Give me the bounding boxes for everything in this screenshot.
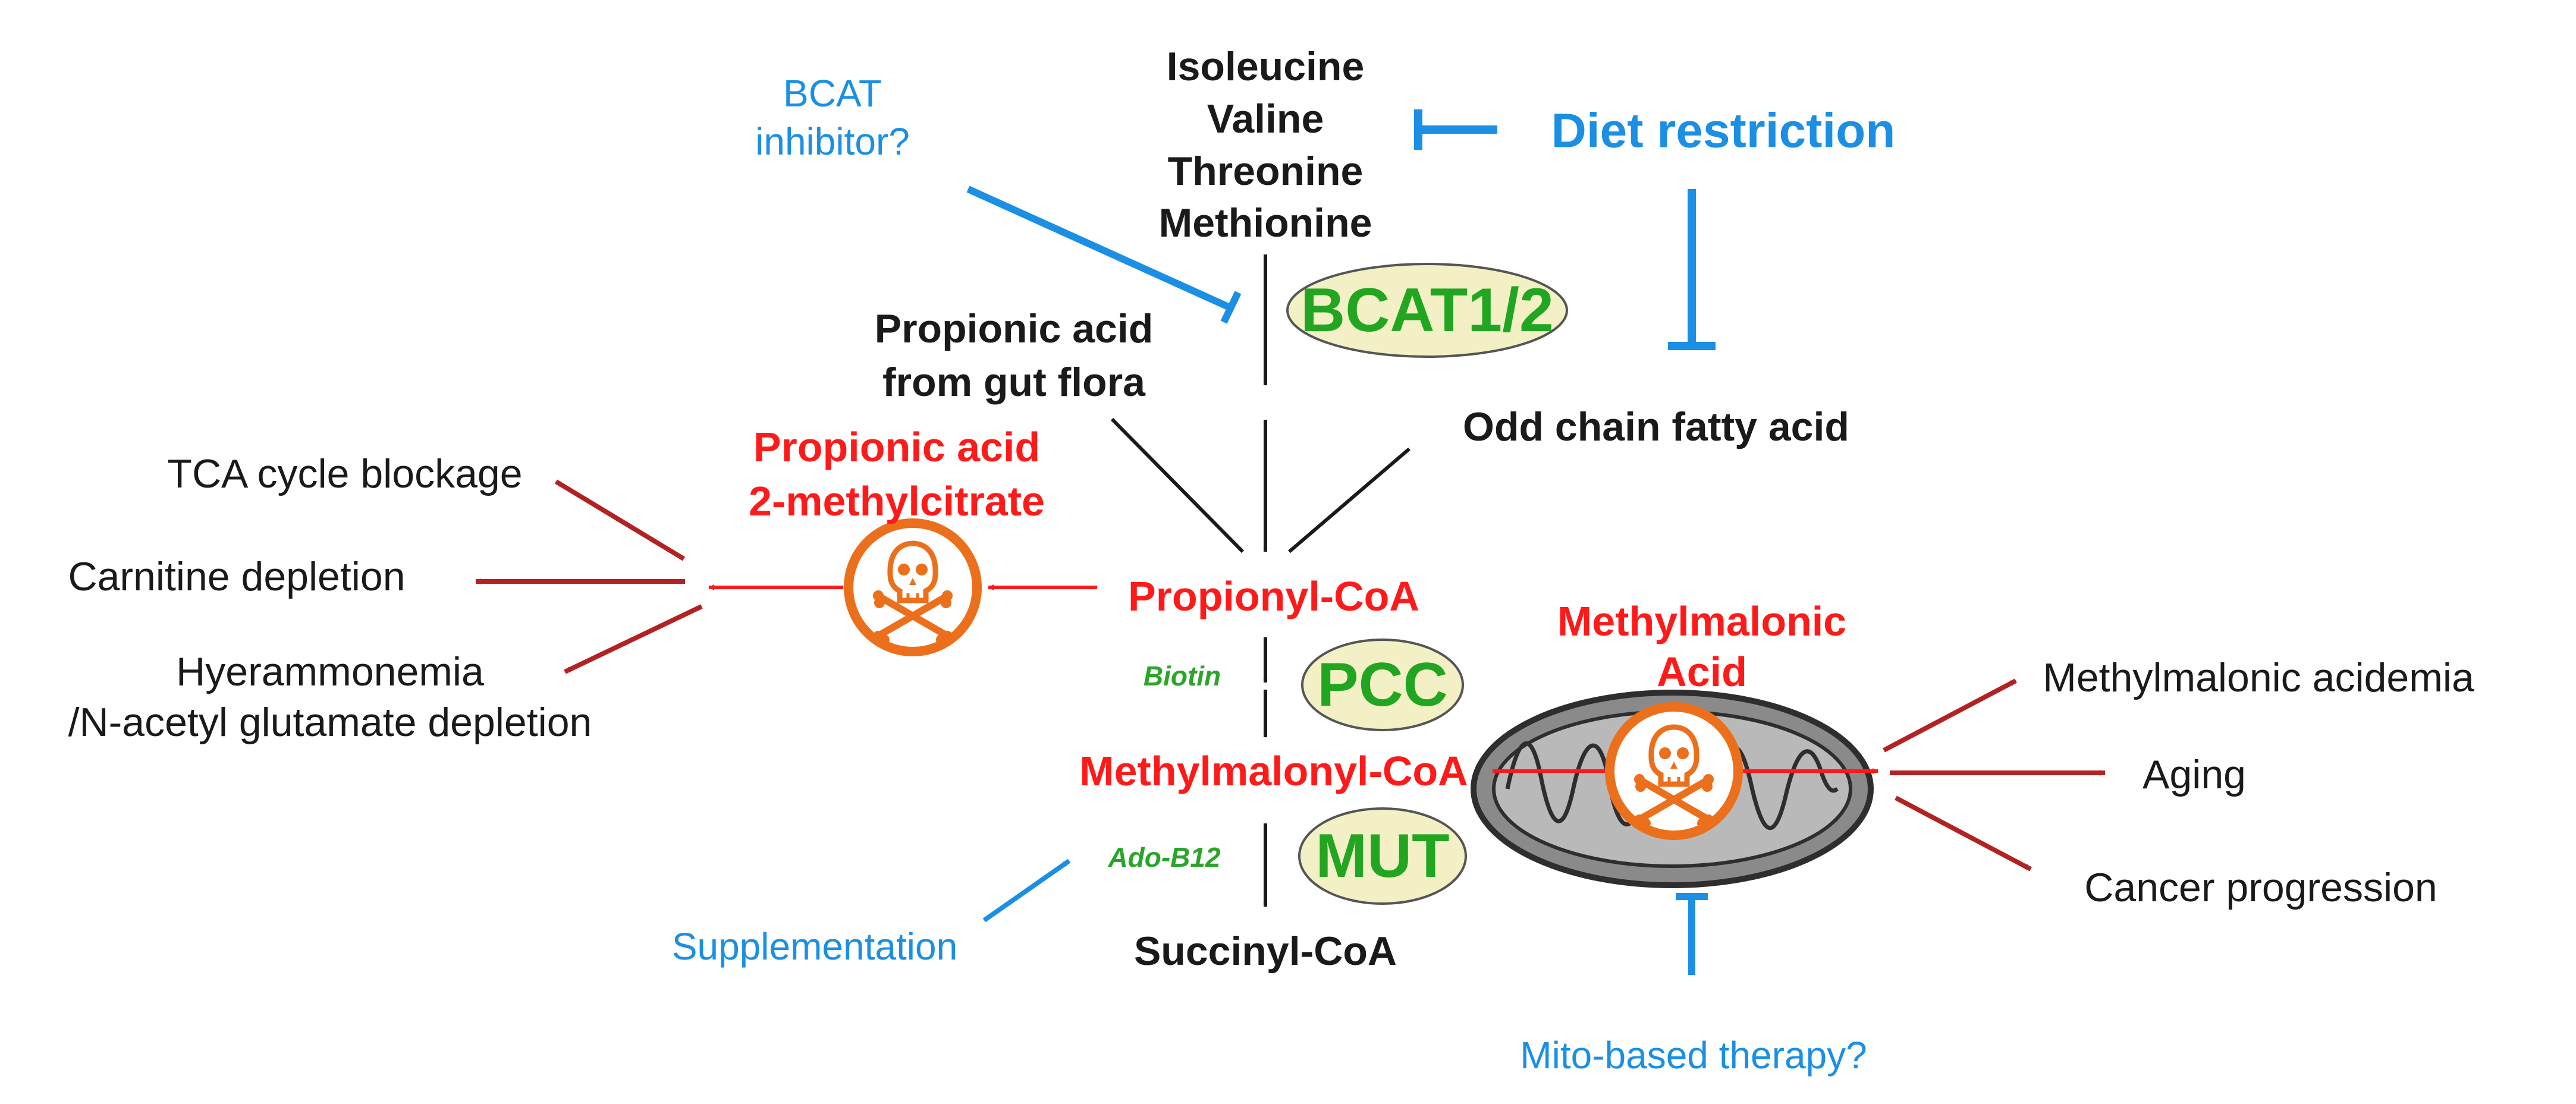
mito-based-therapy: Mito-based therapy? xyxy=(1520,1034,1867,1077)
toxic-propionic-line2: 2-methylcitrate xyxy=(749,478,1045,524)
arrow-fattyacid-to-propionyl xyxy=(1288,447,1410,553)
inhibitor-diet-to-amino-acids xyxy=(1414,109,1497,150)
methylmalonyl-coa: Methylmalonyl-CoA xyxy=(1079,748,1468,794)
inhibitor-bcat xyxy=(966,185,1242,324)
bcat-inhibitor-line1: BCAT xyxy=(783,72,882,115)
arrow-gutflora-to-propionyl xyxy=(1110,417,1245,553)
bcat-inhibitor-line2: inhibitor? xyxy=(755,120,910,163)
outcome-cancer-progression: Cancer progression xyxy=(2084,865,2437,910)
toxicity-skull-icon-left xyxy=(849,523,977,652)
outcome-methylmalonic-acidemia: Methylmalonic acidemia xyxy=(2043,655,2474,700)
arrow-to-acidemia xyxy=(1883,678,2017,753)
amino-acid-isoleucine: Isoleucine xyxy=(1167,44,1365,89)
supplementation: Supplementation xyxy=(672,925,957,968)
arrow-to-hyperammonemia xyxy=(564,604,703,674)
enzyme-mut-label: MUT xyxy=(1315,822,1449,891)
enzyme-mut: MUT xyxy=(1298,807,1467,905)
enzyme-bcat-label: BCAT1/2 xyxy=(1300,276,1554,345)
toxicity-skull-icon-right xyxy=(1610,707,1738,835)
diet-restriction: Diet restriction xyxy=(1551,104,1896,158)
enzyme-pcc: PCC xyxy=(1301,639,1464,731)
amino-acid-threonine: Threonine xyxy=(1168,149,1364,194)
gut-flora-line2: from gut flora xyxy=(882,360,1146,405)
outcome-hyperammonemia-line1: Hyerammonemia xyxy=(176,649,484,694)
odd-chain-fatty-acid: Odd chain fatty acid xyxy=(1463,404,1849,449)
gut-flora-line1: Propionic acid xyxy=(875,306,1154,351)
toxic-methylmalonic-line1: Methylmalonic xyxy=(1557,598,1846,644)
propionyl-coa: Propionyl-CoA xyxy=(1128,573,1419,619)
outcome-hyperammonemia-line2: /N-acetyl glutamate depletion xyxy=(68,700,592,745)
inhibitor-diet-to-fatty-acid xyxy=(1668,189,1716,350)
cofactor-ado-b12: Ado-B12 xyxy=(1107,842,1221,873)
outcome-aging: Aging xyxy=(2143,752,2246,797)
amino-acid-valine: Valine xyxy=(1207,96,1324,141)
outcome-tca-blockage: TCA cycle blockage xyxy=(167,451,522,496)
outcome-carnitine-depletion: Carnitine depletion xyxy=(68,554,405,599)
arrow-to-cancer xyxy=(1895,795,2032,872)
enzyme-bcat: BCAT1/2 xyxy=(1286,263,1568,358)
inhibitor-mito-therapy xyxy=(1676,893,1708,975)
amino-acid-methionine: Methionine xyxy=(1159,200,1372,246)
arrow-to-tca xyxy=(554,479,686,561)
enzyme-pcc-label: PCC xyxy=(1317,650,1448,719)
cofactor-biotin: Biotin xyxy=(1144,660,1221,691)
toxic-propionic-line1: Propionic acid xyxy=(753,424,1040,470)
toxic-methylmalonic-line2: Acid xyxy=(1657,649,1747,695)
arrow-supplementation xyxy=(982,858,1071,923)
succinyl-coa: Succinyl-CoA xyxy=(1134,929,1397,974)
